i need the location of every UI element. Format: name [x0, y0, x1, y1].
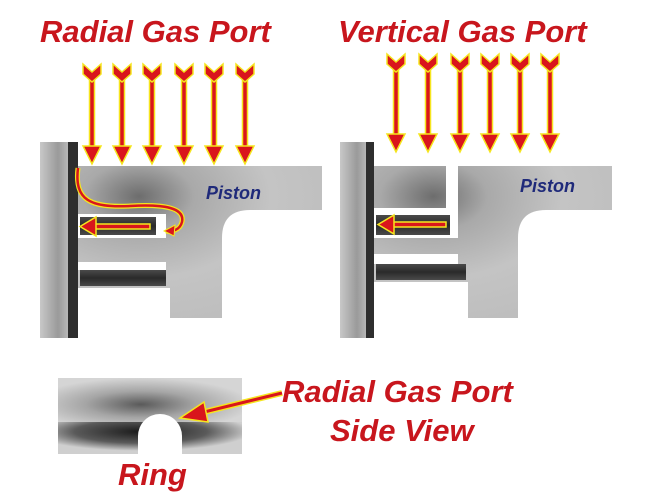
- down-arrow-icon: [479, 52, 501, 154]
- side-view-title-line1: Radial Gas Port: [282, 374, 515, 409]
- right-vertical-gas-port: [446, 166, 458, 208]
- ring-label: Ring: [118, 457, 187, 492]
- left-gas-flow-path: [76, 167, 184, 233]
- down-arrow-icon: [203, 62, 225, 166]
- left-ring-arrow-icon: [78, 215, 151, 238]
- down-arrow-icon: [449, 52, 471, 154]
- left-gas-pressure-arrows: [81, 62, 256, 166]
- right-ring-arrow-icon: [376, 213, 447, 236]
- down-arrow-icon: [173, 62, 195, 166]
- right-panel-title: Vertical Gas Port: [338, 14, 588, 49]
- down-arrow-icon: [385, 52, 407, 154]
- left-second-ring-groove-gap: [78, 262, 166, 270]
- left-panel-title: Radial Gas Port: [40, 14, 273, 49]
- down-arrow-icon: [539, 52, 561, 154]
- side-view-piston-land: [58, 378, 242, 422]
- down-arrow-icon: [111, 62, 133, 166]
- side-view-radial-port-hole: [138, 414, 182, 454]
- left-second-ring: [80, 270, 166, 286]
- side-view-pointer-arrow-icon: [177, 390, 283, 423]
- down-arrow-icon: [509, 52, 531, 154]
- down-arrow-icon: [234, 62, 256, 166]
- right-piston-body: [374, 166, 612, 318]
- left-piston-body: [78, 166, 322, 318]
- side-view-title-line2: Side View: [330, 413, 475, 448]
- down-arrow-icon: [417, 52, 439, 154]
- left-piston-label: Piston: [206, 183, 261, 203]
- right-second-ring: [376, 264, 466, 280]
- right-gas-pressure-arrows: [385, 52, 561, 154]
- left-cylinder-liner: [68, 142, 78, 338]
- down-arrow-icon: [81, 62, 103, 166]
- down-arrow-icon: [141, 62, 163, 166]
- left-gas-flow-arrowhead: [162, 224, 176, 237]
- right-second-ring-groove-gap: [374, 254, 458, 264]
- right-piston-label: Piston: [520, 176, 575, 196]
- right-cylinder-liner: [366, 142, 374, 338]
